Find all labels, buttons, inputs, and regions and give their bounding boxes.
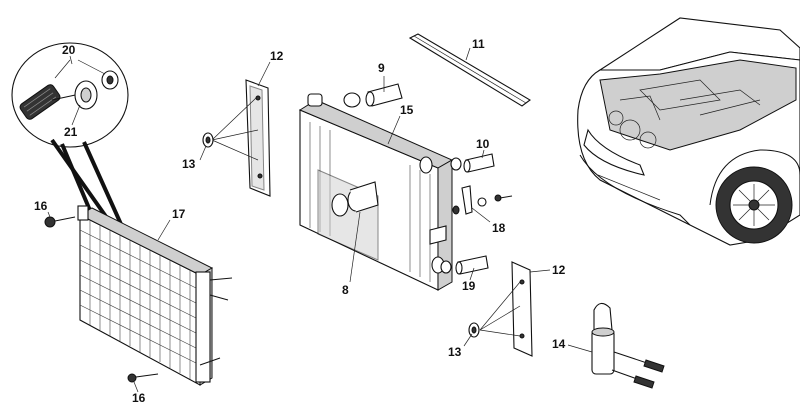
callout-12-lower: 12	[552, 263, 566, 277]
hose-8	[331, 181, 379, 217]
receiver-drier	[591, 302, 665, 389]
bracket-lower	[479, 261, 533, 357]
callout-10: 10	[476, 137, 490, 151]
condenser	[77, 205, 233, 386]
callout-9: 9	[378, 61, 385, 75]
callout-19: 19	[462, 279, 476, 293]
hose-19	[440, 255, 489, 275]
callout-13-lower: 13	[448, 345, 462, 359]
callout-labels: 20 21 12 13 9 11 15 10 16 17 18 8 19 12 …	[34, 37, 566, 405]
washer-lower	[468, 322, 480, 338]
hose-10	[450, 153, 495, 173]
callout-8: 8	[342, 283, 349, 297]
radiator	[298, 93, 454, 291]
detail-magnifier	[11, 42, 129, 148]
callout-21: 21	[64, 125, 78, 139]
car-front-view	[577, 17, 800, 246]
callout-leaders	[47, 47, 593, 393]
bolt-upper	[44, 216, 76, 228]
hose-9	[343, 83, 403, 108]
seal-strip	[408, 33, 531, 107]
callout-16-lower: 16	[132, 391, 146, 405]
washer-upper	[202, 132, 214, 148]
bracket-18	[452, 185, 513, 215]
callout-11: 11	[472, 37, 485, 51]
callout-14: 14	[552, 337, 566, 351]
callout-18: 18	[492, 221, 506, 235]
bracket-upper	[211, 79, 271, 197]
callout-17: 17	[172, 207, 186, 221]
callout-12-upper: 12	[270, 49, 284, 63]
callout-13-upper: 13	[182, 157, 196, 171]
callout-20: 20	[62, 43, 76, 57]
callout-15: 15	[400, 103, 414, 117]
bolt-lower	[127, 373, 159, 383]
callout-16-upper: 16	[34, 199, 48, 213]
